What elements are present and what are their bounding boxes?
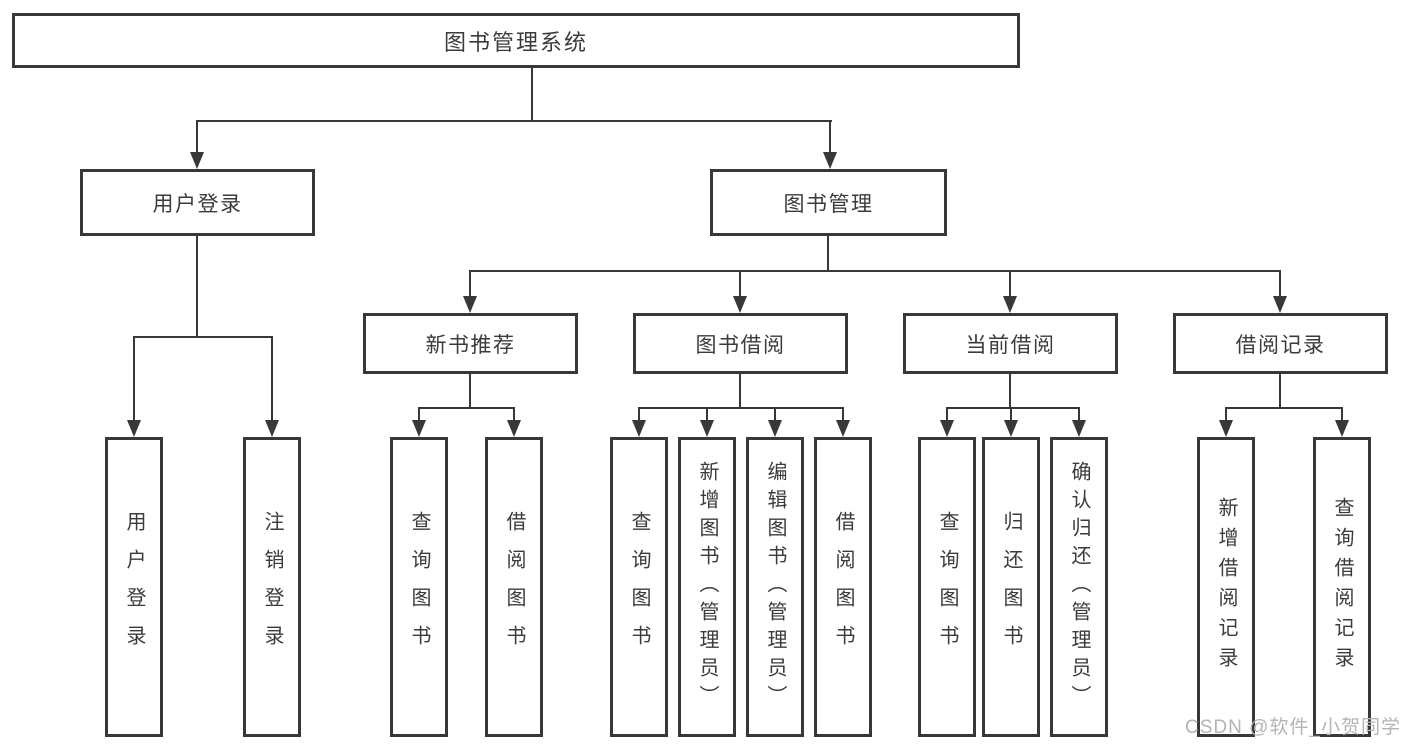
connector-hline: [638, 407, 844, 409]
connector-hline: [470, 270, 1281, 272]
leaf-add-borrow-record-label: 新增借阅记录: [1215, 497, 1237, 677]
connector-vline: [739, 270, 741, 298]
leaf-borrow-books-recommend: 借阅图书: [485, 437, 543, 737]
node-library-system: 图书管理系统: [12, 13, 1020, 68]
arrow-down-icon: [768, 420, 782, 437]
arrow-down-icon: [940, 420, 954, 437]
connector-hline: [946, 407, 1080, 409]
connector-vline: [1279, 374, 1281, 409]
connector-vline: [1279, 270, 1281, 298]
node-current-borrowing: 当前借阅: [903, 313, 1118, 374]
arrow-down-icon: [1219, 420, 1233, 437]
arrow-down-icon: [836, 420, 850, 437]
leaf-edit-book-admin: 编辑图书（管理员）: [746, 437, 804, 737]
arrow-down-icon: [507, 420, 521, 437]
arrow-down-icon: [265, 420, 279, 437]
node-current-borrowing-label: 当前借阅: [965, 333, 1056, 357]
leaf-query-books-recommend-label: 查询图书: [408, 511, 430, 663]
connector-vline: [133, 336, 135, 422]
connector-vline: [638, 407, 640, 422]
arrow-down-icon: [1335, 420, 1349, 437]
leaf-confirm-return-admin: 确认归还（管理员）: [1050, 437, 1108, 737]
node-user-login-label: 用户登录: [152, 192, 243, 216]
node-borrowing-records-label: 借阅记录: [1235, 333, 1326, 357]
arrow-down-icon: [463, 296, 477, 313]
arrow-down-icon: [190, 152, 204, 169]
connector-vline: [1010, 407, 1012, 422]
arrow-down-icon: [700, 420, 714, 437]
connector-vline: [196, 236, 198, 337]
arrow-down-icon: [733, 296, 747, 313]
node-library-system-label: 图书管理系统: [443, 29, 588, 55]
leaf-query-borrow-record-label: 查询借阅记录: [1331, 497, 1353, 677]
arrow-down-icon: [1273, 296, 1287, 313]
arrow-down-icon: [823, 152, 837, 169]
node-new-book-recommend-label: 新书推荐: [425, 333, 516, 357]
connector-vline: [842, 407, 844, 422]
connector-vline: [469, 374, 471, 409]
arrow-down-icon: [1003, 296, 1017, 313]
node-borrowing-records: 借阅记录: [1173, 313, 1388, 374]
connector-hline: [418, 407, 515, 409]
leaf-edit-book-admin-label: 编辑图书（管理员）: [764, 461, 786, 713]
connector-vline: [418, 407, 420, 422]
node-book-management-label: 图书管理: [783, 192, 874, 216]
connector-hline: [196, 120, 832, 122]
leaf-query-books-borrowing-label: 查询图书: [628, 511, 650, 663]
leaf-query-books-current-label: 查询图书: [936, 511, 958, 663]
node-book-borrowing: 图书借阅: [633, 313, 848, 374]
leaf-user-login-label: 用户登录: [123, 511, 145, 663]
leaf-add-book-admin-label: 新增图书（管理员）: [696, 461, 718, 713]
connector-hline: [1225, 407, 1343, 409]
leaf-logout: 注销登录: [243, 437, 301, 737]
leaf-query-books-recommend: 查询图书: [390, 437, 448, 737]
arrow-down-icon: [1072, 420, 1086, 437]
node-user-login: 用户登录: [80, 169, 315, 236]
leaf-query-books-current: 查询图书: [918, 437, 976, 737]
connector-vline: [1341, 407, 1343, 422]
connector-vline: [827, 236, 829, 272]
connector-vline: [531, 68, 533, 122]
connector-vline: [196, 120, 198, 154]
leaf-borrow-books-recommend-label: 借阅图书: [503, 511, 525, 663]
leaf-return-book-label: 归还图书: [1000, 511, 1022, 663]
leaf-user-login: 用户登录: [105, 437, 163, 737]
connector-vline: [774, 407, 776, 422]
leaf-add-book-admin: 新增图书（管理员）: [678, 437, 736, 737]
leaf-borrow-books-borrowing-label: 借阅图书: [832, 511, 854, 663]
node-new-book-recommend: 新书推荐: [363, 313, 578, 374]
connector-vline: [829, 120, 831, 154]
connector-vline: [469, 270, 471, 298]
leaf-return-book: 归还图书: [982, 437, 1040, 737]
connector-vline: [1009, 270, 1011, 298]
csdn-watermark: CSDN @软件_小贺同学: [1185, 717, 1401, 738]
connector-vline: [946, 407, 948, 422]
leaf-logout-label: 注销登录: [261, 511, 283, 663]
arrow-down-icon: [127, 420, 141, 437]
leaf-add-borrow-record: 新增借阅记录: [1197, 437, 1255, 737]
leaf-query-borrow-record: 查询借阅记录: [1313, 437, 1371, 737]
node-book-borrowing-label: 图书借阅: [695, 333, 786, 357]
connector-vline: [513, 407, 515, 422]
node-book-management: 图书管理: [710, 169, 947, 236]
leaf-confirm-return-admin-label: 确认归还（管理员）: [1068, 461, 1090, 713]
connector-vline: [271, 336, 273, 422]
arrow-down-icon: [412, 420, 426, 437]
connector-vline: [1225, 407, 1227, 422]
arrow-down-icon: [632, 420, 646, 437]
connector-vline: [1078, 407, 1080, 422]
connector-vline: [739, 374, 741, 409]
connector-vline: [706, 407, 708, 422]
leaf-query-books-borrowing: 查询图书: [610, 437, 668, 737]
leaf-borrow-books-borrowing: 借阅图书: [814, 437, 872, 737]
arrow-down-icon: [1004, 420, 1018, 437]
connector-hline: [133, 336, 273, 338]
connector-vline: [1009, 374, 1011, 409]
